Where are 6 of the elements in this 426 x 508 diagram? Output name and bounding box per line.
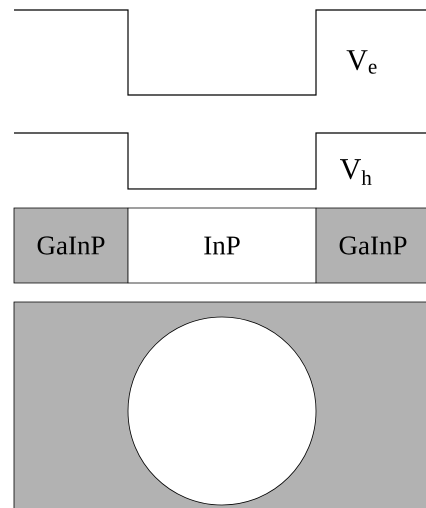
layer-box: GaInP bbox=[316, 208, 426, 284]
potential-label: V$_{e}$ bbox=[346, 50, 377, 74]
circle bbox=[128, 316, 316, 506]
potential-label: V$_{h}$ bbox=[340, 159, 372, 185]
layer-box: GaInP bbox=[14, 208, 128, 284]
layer-box: InP bbox=[128, 208, 316, 284]
